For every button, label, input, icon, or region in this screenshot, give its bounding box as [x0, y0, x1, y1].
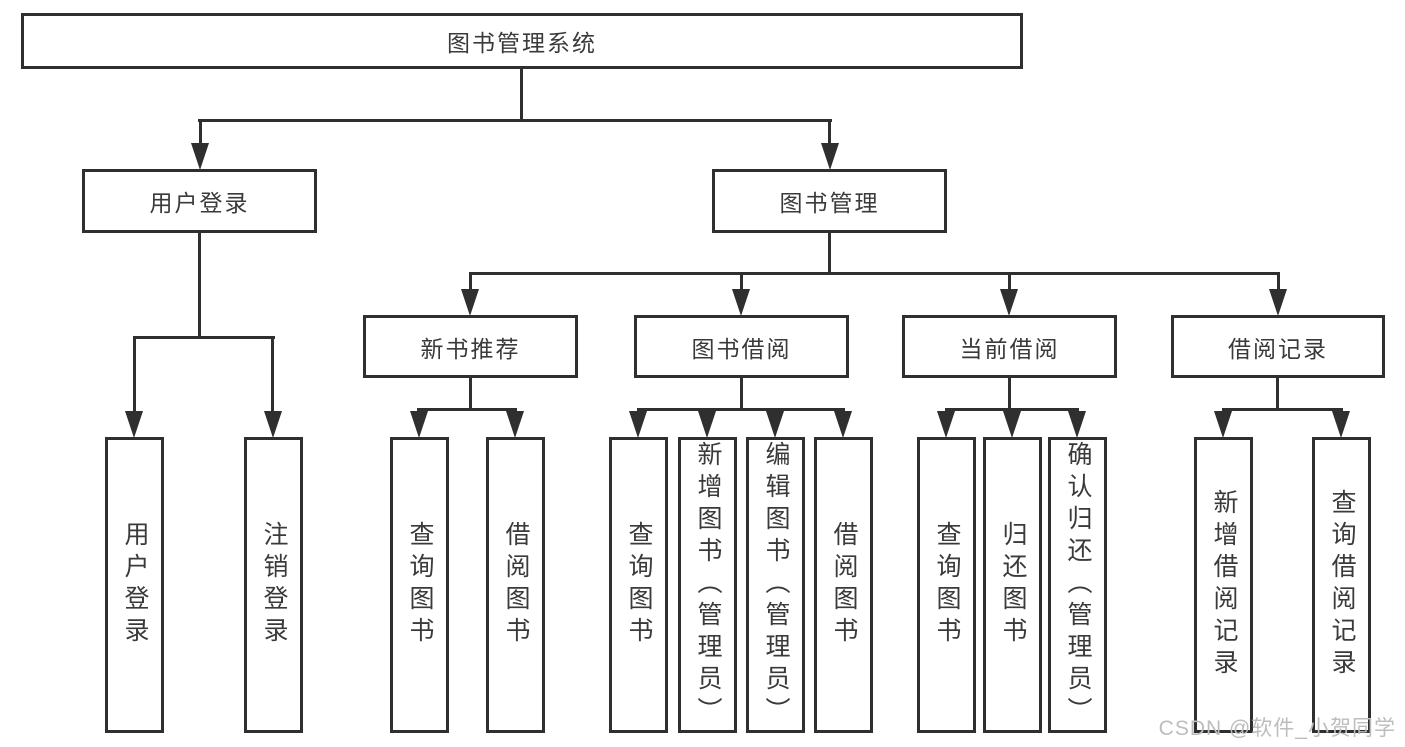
connector-line: [828, 233, 831, 275]
arrow-down-icon: [1000, 289, 1018, 316]
leaf-label: 编辑图书（管理员）: [762, 441, 790, 729]
connector-line: [469, 274, 472, 291]
arrow-down-icon: [698, 411, 716, 438]
connector-line: [1222, 408, 1343, 411]
connector-line: [740, 274, 743, 291]
connector-line: [945, 408, 1079, 411]
node-library-management-system: 图书管理系统: [21, 13, 1023, 69]
arrow-down-icon: [125, 411, 143, 438]
leaf-label: 查询借阅记录: [1328, 489, 1356, 681]
leaf-borrow-books-borrowing: 借阅图书: [814, 437, 873, 733]
leaf-query-books-borrowing: 查询图书: [609, 437, 668, 733]
leaf-query-borrow-record: 查询借阅记录: [1312, 437, 1371, 733]
node-book-borrowing: 图书借阅: [634, 315, 849, 378]
leaf-label: 新增借阅记录: [1210, 489, 1238, 681]
leaf-label: 查询图书: [406, 521, 434, 649]
csdn-watermark: CSDN @软件_小贺同学: [1158, 717, 1396, 740]
connector-line: [828, 121, 831, 146]
leaf-edit-book-admin: 编辑图书（管理员）: [746, 437, 805, 733]
connector-line: [520, 69, 523, 122]
leaf-label: 注销登录: [260, 521, 288, 649]
arrow-down-icon: [1068, 411, 1086, 438]
leaf-logout: 注销登录: [244, 437, 303, 733]
arrow-down-icon: [506, 411, 524, 438]
leaf-user-login: 用户登录: [105, 437, 164, 733]
arrow-down-icon: [461, 289, 479, 316]
leaf-label: 新增图书（管理员）: [694, 441, 722, 729]
leaf-label: 用户登录: [121, 521, 149, 649]
arrow-down-icon: [1332, 411, 1350, 438]
leaf-add-book-admin: 新增图书（管理员）: [678, 437, 737, 733]
connector-line: [1008, 378, 1011, 411]
node-current-borrowing: 当前借阅: [902, 315, 1117, 378]
leaf-label: 查询图书: [625, 521, 653, 649]
arrow-down-icon: [264, 411, 282, 438]
leaf-label: 确认归还（管理员）: [1064, 441, 1092, 729]
connector-line: [740, 378, 743, 411]
connector-line: [271, 338, 274, 413]
leaf-return-book: 归还图书: [983, 437, 1042, 733]
leaf-label: 归还图书: [999, 521, 1027, 649]
arrow-down-icon: [821, 143, 839, 170]
arrow-down-icon: [937, 411, 955, 438]
leaf-label: 查询图书: [933, 521, 961, 649]
arrow-down-icon: [1269, 289, 1287, 316]
connector-line: [1008, 274, 1011, 291]
leaf-confirm-return-admin: 确认归还（管理员）: [1048, 437, 1107, 733]
connector-line: [1277, 274, 1280, 291]
arrow-down-icon: [629, 411, 647, 438]
connector-line: [417, 408, 517, 411]
arrow-down-icon: [732, 289, 750, 316]
arrow-down-icon: [1003, 411, 1021, 438]
connector-line: [198, 119, 832, 122]
leaf-label: 借阅图书: [502, 521, 530, 649]
connector-line: [198, 233, 201, 339]
connector-line: [1276, 378, 1279, 411]
leaf-add-borrow-record: 新增借阅记录: [1194, 437, 1253, 733]
connector-line: [133, 338, 136, 413]
node-book-management: 图书管理: [712, 169, 947, 233]
arrow-down-icon: [410, 411, 428, 438]
arrow-down-icon: [191, 143, 209, 170]
connector-line: [133, 336, 275, 339]
node-user-login: 用户登录: [82, 169, 317, 233]
connector-line: [469, 378, 472, 411]
connector-line: [637, 408, 845, 411]
leaf-borrow-books-recommend: 借阅图书: [486, 437, 545, 733]
leaf-query-books-recommend: 查询图书: [390, 437, 449, 733]
leaf-label: 借阅图书: [830, 521, 858, 649]
node-borrowing-records: 借阅记录: [1171, 315, 1385, 378]
leaf-query-books-current: 查询图书: [917, 437, 976, 733]
node-new-book-recommend: 新书推荐: [363, 315, 578, 378]
arrow-down-icon: [834, 411, 852, 438]
connector-line: [199, 121, 202, 146]
connector-line: [469, 272, 1280, 275]
arrow-down-icon: [1214, 411, 1232, 438]
arrow-down-icon: [766, 411, 784, 438]
